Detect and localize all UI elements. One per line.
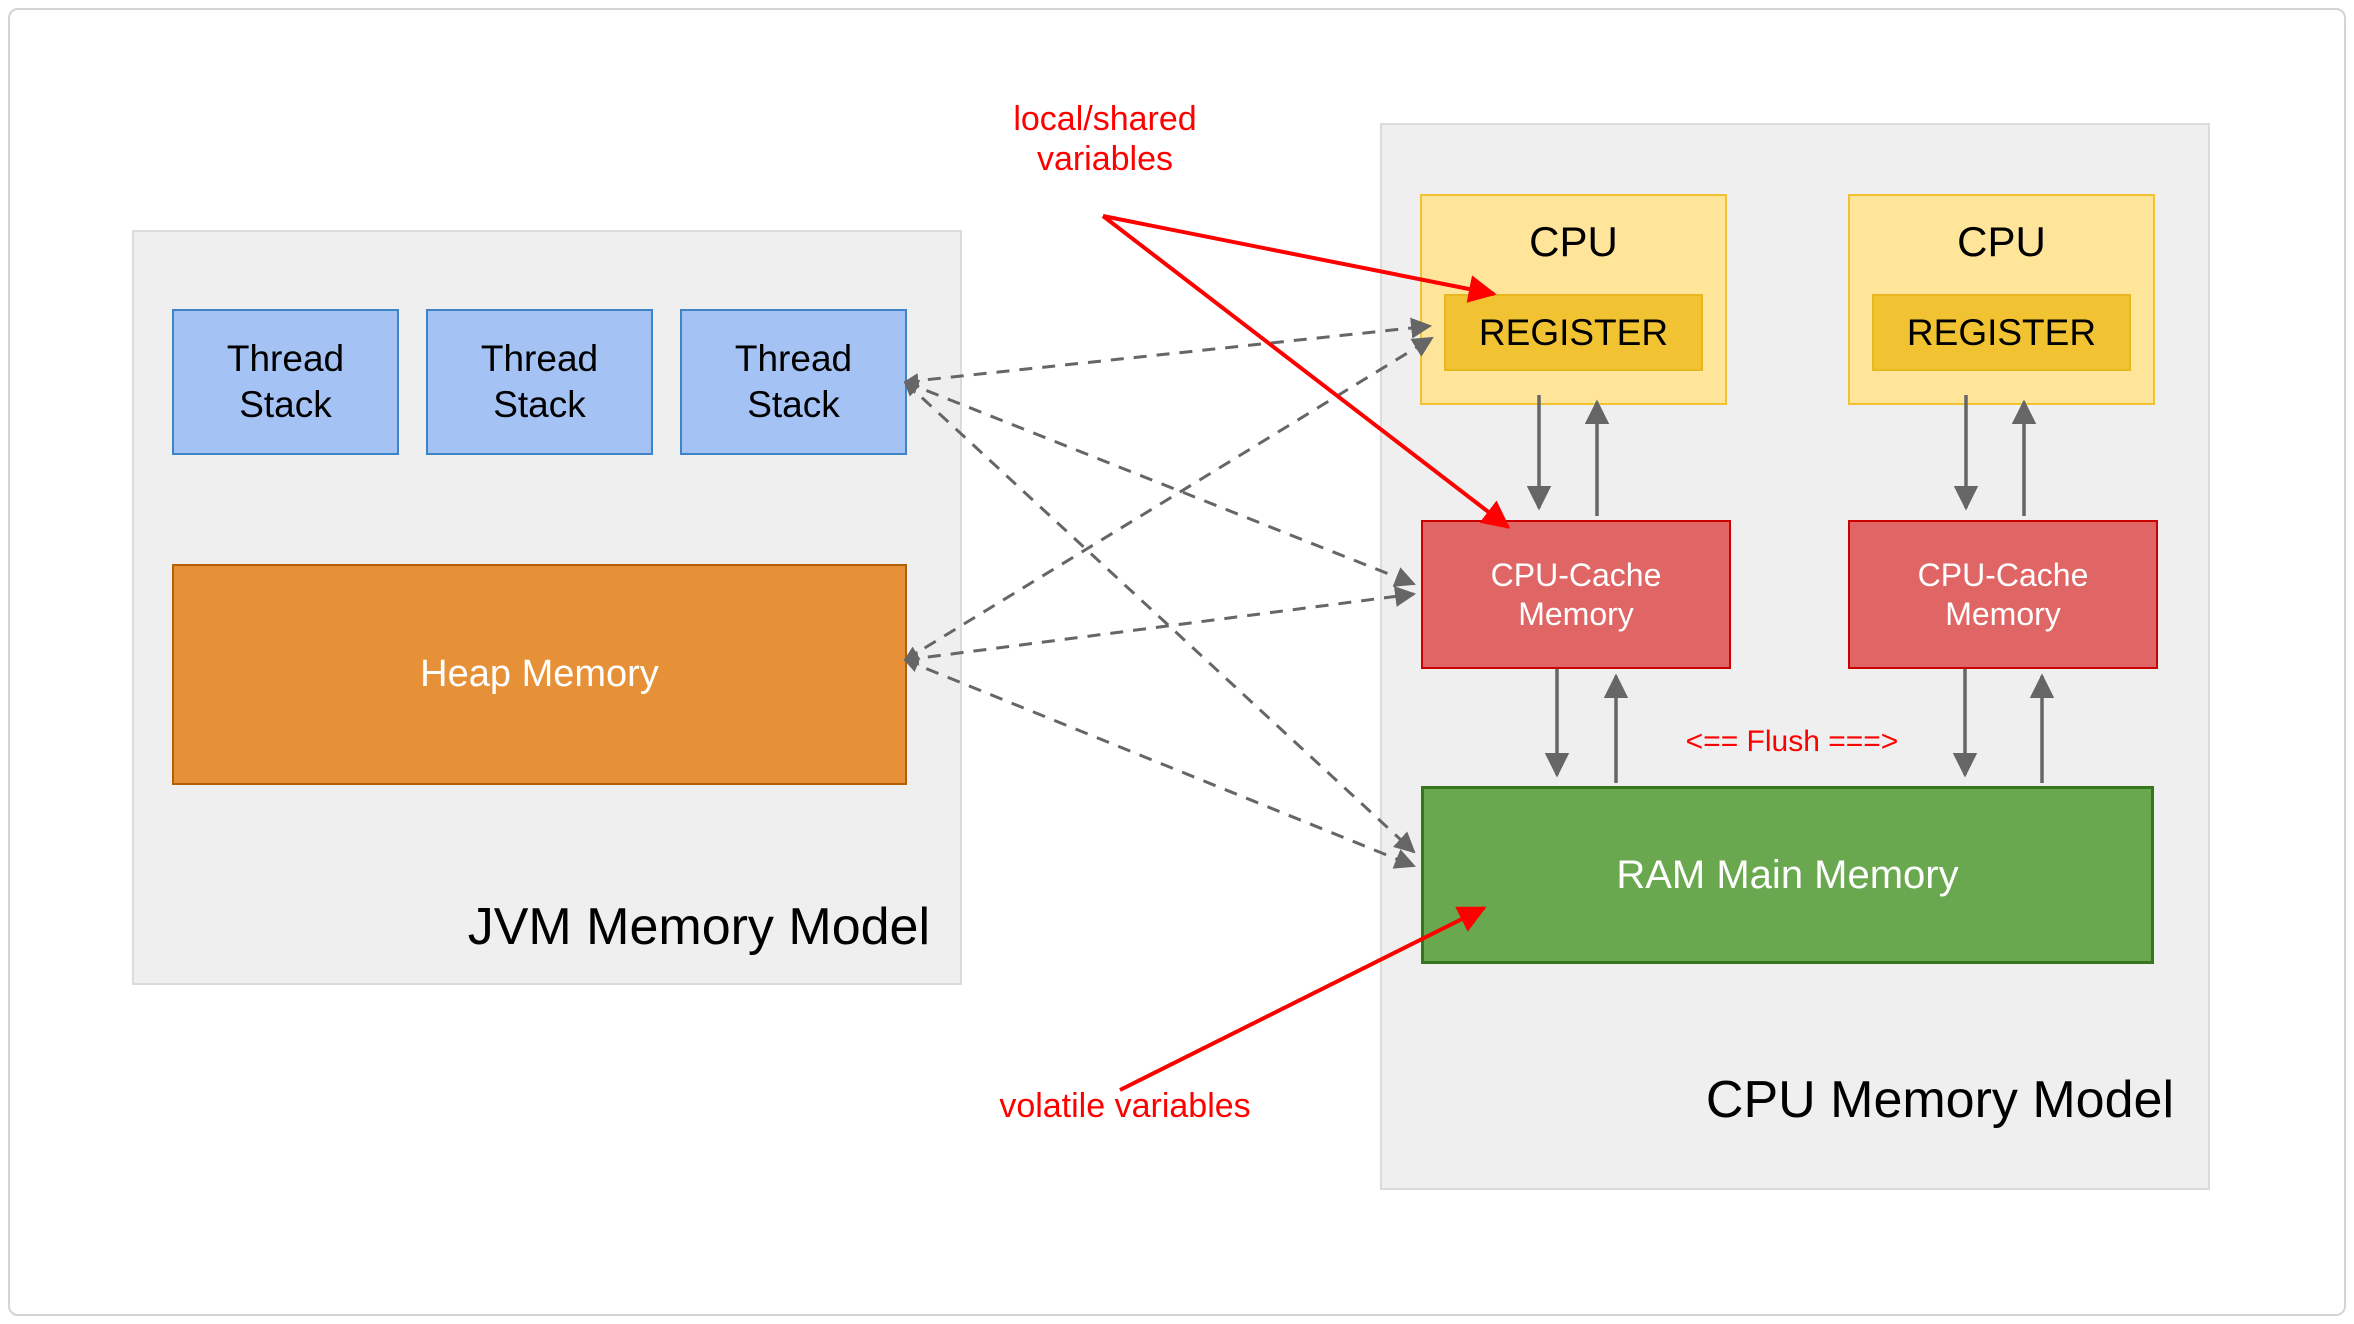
cpu-box-1: CPU REGISTER [1420, 194, 1727, 405]
cpu-cache-line2: Memory [1518, 595, 1634, 632]
local-shared-line2: variables [1036, 140, 1174, 179]
cpu-cache-line1: CPU-Cache [1490, 557, 1662, 594]
cpu-cache-box-1: CPU-Cache Memory [1421, 520, 1731, 669]
cpu-cache-label: CPU-Cache Memory [1918, 556, 2089, 633]
jvm-panel-title: JVM Memory Model [467, 898, 930, 956]
jvm-memory-model-panel: Thread Stack Thread Stack Thread Stack H… [132, 230, 962, 985]
cpu-cache-box-2: CPU-Cache Memory [1848, 520, 2158, 669]
heap-memory-label: Heap Memory [420, 653, 659, 695]
cpu-panel-title: CPU Memory Model [1705, 1071, 2174, 1129]
register-box-1: REGISTER [1444, 294, 1703, 371]
cpu-label: CPU [1957, 218, 2046, 265]
thread-stack-box-2: Thread Stack [426, 309, 653, 455]
heap-memory-box: Heap Memory [172, 564, 907, 785]
flush-annotation: <== Flush ===> [1685, 725, 1899, 758]
register-label: REGISTER [1906, 311, 2097, 353]
cpu-cache-line1: CPU-Cache [1917, 557, 2089, 594]
thread-stack-line2: Stack [239, 384, 332, 425]
local-shared-variables-annotation: local/shared variables [940, 99, 1270, 179]
thread-stack-label: Thread Stack [227, 336, 344, 429]
local-shared-line1: local/shared [1013, 100, 1197, 138]
thread-stack-line1: Thread [480, 337, 599, 379]
cpu-box-2: CPU REGISTER [1848, 194, 2155, 405]
thread-stack-line1: Thread [734, 337, 853, 379]
cpu-label: CPU [1529, 218, 1618, 265]
thread-stack-line2: Stack [747, 384, 840, 425]
cpu-cache-line2: Memory [1945, 595, 2061, 632]
register-box-2: REGISTER [1872, 294, 2131, 371]
thread-stack-line2: Stack [493, 384, 586, 425]
register-label: REGISTER [1478, 311, 1669, 353]
volatile-variables-annotation: volatile variables [999, 1087, 1251, 1125]
thread-stack-label: Thread Stack [735, 336, 852, 429]
cpu-cache-label: CPU-Cache Memory [1491, 556, 1662, 633]
thread-stack-line1: Thread [226, 337, 345, 379]
ram-main-memory-box: RAM Main Memory [1421, 786, 2154, 964]
thread-stack-box-3: Thread Stack [680, 309, 907, 455]
thread-stack-box-1: Thread Stack [172, 309, 399, 455]
ram-main-memory-label: RAM Main Memory [1616, 852, 1959, 897]
thread-stack-label: Thread Stack [481, 336, 598, 429]
cpu-memory-model-panel: CPU REGISTER CPU REGISTER CPU-Cache Memo… [1380, 123, 2210, 1190]
